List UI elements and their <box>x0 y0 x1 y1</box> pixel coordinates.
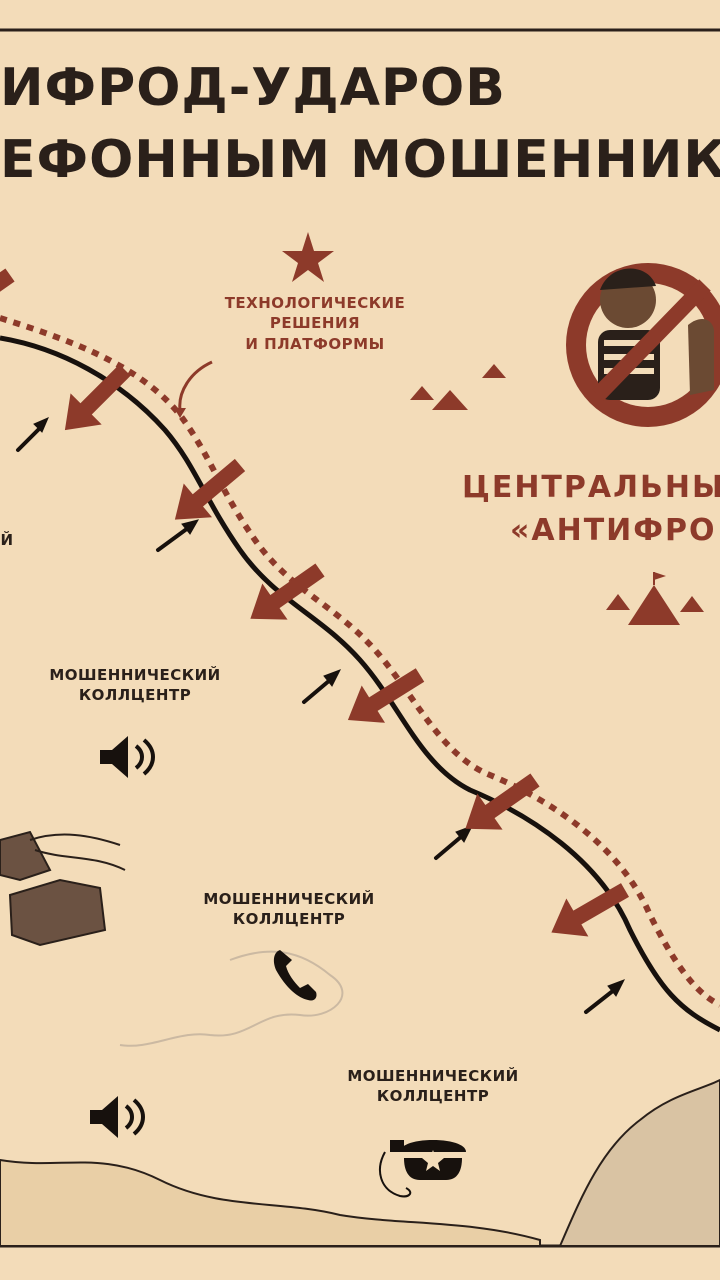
star-icon <box>282 232 334 282</box>
callcenter-label-3: МОШЕННИЧЕСКИЙ КОЛЛЦЕНТР <box>328 1066 538 1107</box>
tech-solutions-label: ТЕХНОЛОГИЧЕСКИЕ РЕШЕНИЯ И ПЛАТФОРМЫ <box>205 293 425 354</box>
front-line <box>0 335 720 1033</box>
speaker-icon <box>90 1096 145 1138</box>
callcenter-label-line: МОШЕННИЧЕСКИЙ <box>347 1067 519 1085</box>
no-scammer-icon <box>566 263 720 427</box>
callcenter-label-1: МОШЕННИЧЕСКИЙ КОЛЛЦЕНТР <box>30 665 240 706</box>
curved-pointer-arrow <box>178 360 213 411</box>
callcenter-label-2: МОШЕННИЧЕСКИЙ КОЛЛЦЕНТР <box>184 889 394 930</box>
attack-arrow-icon <box>465 773 540 830</box>
speaker-icon <box>100 736 155 778</box>
title-line-1: ИФРОД-УДАРОВ <box>0 58 506 118</box>
title-line-2: ЕФОННЫМ МОШЕННИК <box>0 130 720 190</box>
central-label-line-2: «АНТИФРО <box>510 513 717 548</box>
callcenter-label-line: КОЛЛЦЕНТР <box>232 910 346 929</box>
terrain-bottom-left <box>0 1158 541 1247</box>
terrain-contour <box>119 950 344 1047</box>
tech-label-line: РЕШЕНИЯ <box>269 314 361 333</box>
phone-handset-icon <box>273 950 317 1001</box>
arrow-icon <box>434 825 474 860</box>
attack-arrow-icon <box>0 268 15 325</box>
attack-arrow-icon <box>64 364 131 431</box>
barracks-icon <box>0 830 126 947</box>
callcenter-label-line: МОШЕННИЧЕСКИЙ <box>203 890 375 908</box>
callcenter-label-line: КОЛЛЦЕНТР <box>376 1087 490 1106</box>
attack-arrow-icon <box>250 563 325 620</box>
tent-icon <box>606 572 704 625</box>
arrow-icon <box>156 519 200 552</box>
callcenter-label-line: КОЛЛЦЕНТР <box>78 686 192 705</box>
pyramids-icon <box>410 364 506 410</box>
tech-label-line: ТЕХНОЛОГИЧЕСКИЕ <box>224 294 406 312</box>
attack-arrow-icon <box>551 883 629 937</box>
central-label-line-1: ЦЕНТРАЛЬНЫЙ <box>462 470 720 505</box>
arrow-icon <box>302 669 342 704</box>
curved-pointer-arrowhead <box>174 408 186 418</box>
attack-arrow-icon <box>347 668 425 723</box>
rotary-phone-icon <box>379 1140 466 1198</box>
tech-label-line: И ПЛАТФОРМЫ <box>245 334 385 353</box>
callcenter-label-line: МОШЕННИЧЕСКИЙ <box>49 666 221 684</box>
attack-arrow-icon <box>174 458 246 520</box>
edge-label-fragment: Й <box>0 531 14 549</box>
arrow-icon <box>16 417 49 452</box>
arrow-icon <box>584 979 626 1014</box>
terrain-bottom-right <box>558 1078 720 1247</box>
